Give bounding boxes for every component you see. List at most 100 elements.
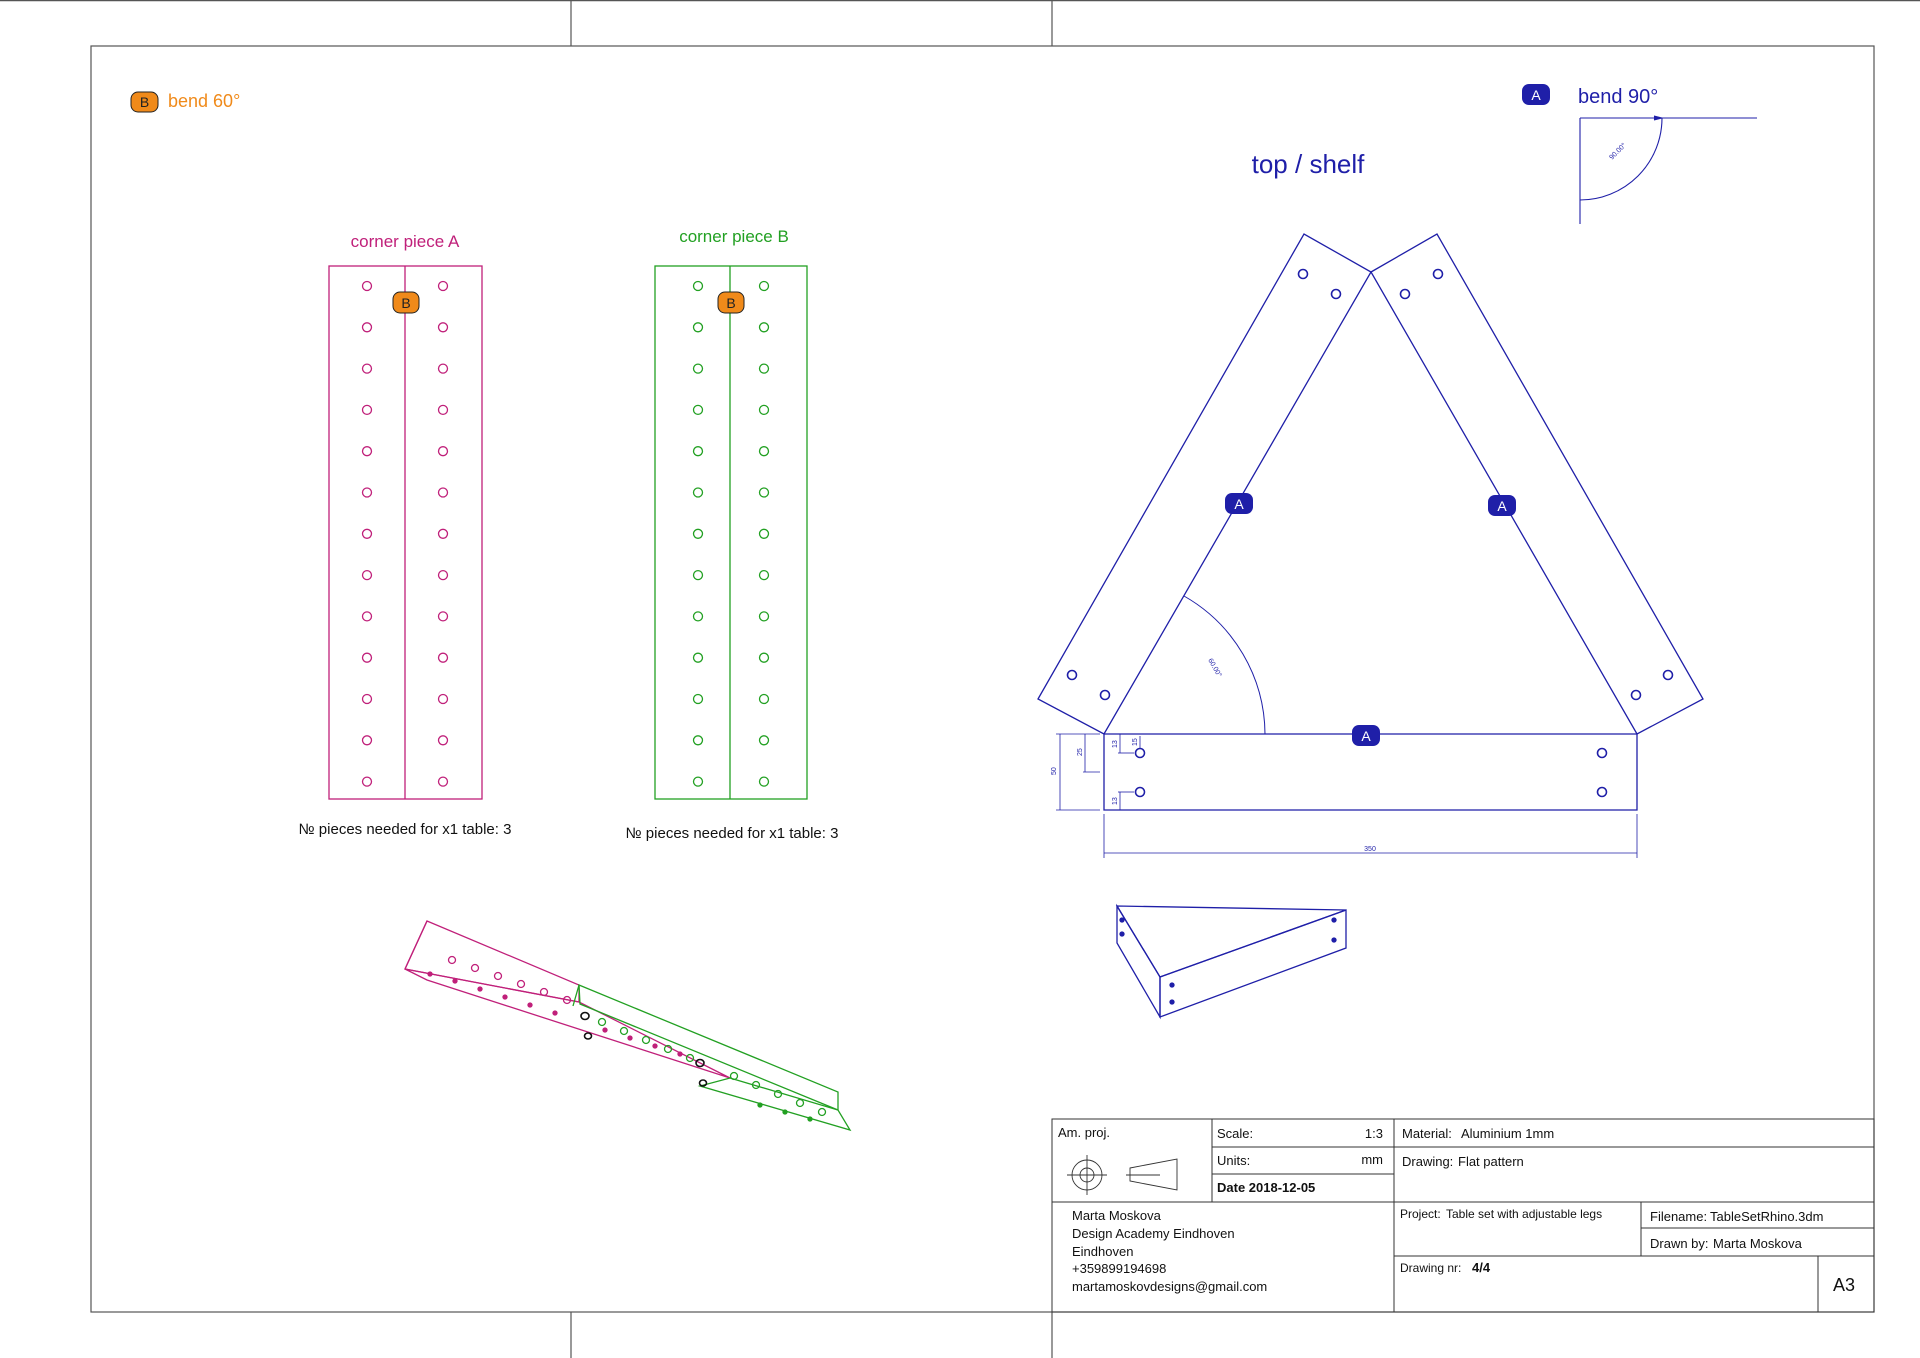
- author-email: martamoskovdesigns@gmail.com: [1072, 1279, 1267, 1294]
- hole: [692, 611, 704, 622]
- corner-a-3d: [404, 920, 731, 1079]
- hole: [361, 776, 373, 787]
- hole: [361, 735, 373, 746]
- corner-b-holes: [692, 280, 770, 787]
- author-phone: +359899194698: [1072, 1261, 1166, 1276]
- corner-a-pieces: № pieces needed for x1 table: 3: [299, 821, 512, 838]
- author-school: Design Academy Eindhoven: [1072, 1226, 1235, 1241]
- hole: [437, 735, 449, 746]
- hole: [437, 569, 449, 581]
- hole: [758, 363, 770, 374]
- scale-value: 1:3: [1365, 1126, 1383, 1141]
- corner-piece-a: corner piece A B № pieces needed for x1 …: [299, 232, 512, 838]
- hole: [437, 404, 449, 416]
- rivets-3d: [580, 1011, 708, 1087]
- hole: [692, 652, 704, 663]
- bend-90-symbol: [1579, 115, 1757, 224]
- bend-90-label: bend 90°: [1578, 86, 1658, 108]
- shelf-bend-badges: A A A: [1225, 493, 1516, 746]
- corner-a-badge-label: B: [401, 295, 410, 311]
- drawing-label: Drawing:: [1402, 1154, 1453, 1169]
- hole: [692, 487, 704, 498]
- hole: [437, 487, 449, 498]
- corner-b-outline: [654, 265, 808, 800]
- hole: [758, 404, 770, 416]
- hole: [437, 322, 449, 333]
- hole: [692, 528, 704, 539]
- hole: [361, 693, 373, 705]
- project-label: Project:: [1400, 1207, 1441, 1221]
- proj-label: Am. proj.: [1058, 1125, 1110, 1140]
- corner-b-badge-label: B: [726, 295, 735, 311]
- hole: [437, 446, 449, 457]
- hole: [758, 280, 770, 292]
- filename-value: TableSetRhino.3dm: [1710, 1209, 1823, 1224]
- projection-symbol-icon: [1067, 1155, 1178, 1195]
- inner-border: [90, 45, 1875, 1313]
- hole: [361, 280, 373, 292]
- hole: [437, 363, 449, 374]
- title-block: [1051, 1118, 1875, 1313]
- hole: [692, 693, 704, 705]
- shelf-badge-bottom: A: [1361, 728, 1371, 744]
- material-label: Material:: [1402, 1126, 1452, 1141]
- project-value: Table set with adjustable legs: [1446, 1207, 1602, 1221]
- hole: [361, 487, 373, 498]
- hole: [437, 280, 449, 292]
- hole: [437, 693, 449, 705]
- hole: [758, 652, 770, 663]
- hole: [437, 528, 449, 539]
- hole: [692, 322, 704, 333]
- author-city: Eindhoven: [1072, 1244, 1133, 1259]
- units-value: mm: [1361, 1152, 1383, 1167]
- drawnby-value: Marta Moskova: [1713, 1236, 1803, 1251]
- hole: [692, 446, 704, 457]
- hole: [692, 776, 704, 787]
- badge-a-label: A: [1531, 87, 1541, 103]
- hole: [361, 322, 373, 333]
- hole: [437, 611, 449, 622]
- hole: [361, 611, 373, 622]
- hole: [361, 404, 373, 416]
- hole: [361, 569, 373, 581]
- hole: [758, 569, 770, 581]
- hole: [361, 363, 373, 374]
- shelf-badge-left: A: [1234, 496, 1244, 512]
- hole: [361, 446, 373, 457]
- hole: [361, 652, 373, 663]
- corner-b-title: corner piece B: [679, 227, 789, 246]
- shelf-holes: [1066, 268, 1674, 798]
- bend-90-angle-label: 90.00°: [1608, 141, 1628, 161]
- hole: [758, 735, 770, 746]
- badge-a-icon: [1522, 84, 1550, 105]
- dim-13-bottom-label: 13: [1112, 797, 1119, 805]
- shelf-angle-dimension: [1183, 595, 1266, 735]
- hole: [692, 404, 704, 416]
- date-value: Date 2018-12-05: [1217, 1180, 1315, 1195]
- shelf-badge-right: A: [1497, 498, 1507, 514]
- bend-60-label: bend 60°: [168, 91, 240, 111]
- badge-b-icon: [130, 91, 159, 113]
- author-name: Marta Moskova: [1072, 1208, 1162, 1223]
- corner-pieces-3d-view: [404, 920, 852, 1132]
- hole: [758, 446, 770, 457]
- hole: [758, 487, 770, 498]
- corner-b-badge-icon: [717, 291, 745, 314]
- hole: [758, 776, 770, 787]
- dim-350-label: 350: [1364, 846, 1376, 853]
- shelf-outline: [1037, 233, 1704, 811]
- scale-label: Scale:: [1217, 1126, 1253, 1141]
- material-value: Aluminium 1mm: [1461, 1126, 1554, 1141]
- dim-13-top-label: 13: [1112, 740, 1119, 748]
- drawnby-label: Drawn by:: [1650, 1236, 1709, 1251]
- top-shelf-title: top / shelf: [1252, 149, 1366, 179]
- hole: [437, 652, 449, 663]
- dim-50-label: 50: [1051, 767, 1058, 775]
- dim-15-label: 15: [1132, 738, 1139, 746]
- corner-b-3d: [572, 984, 852, 1132]
- hole: [692, 569, 704, 581]
- hole: [758, 611, 770, 622]
- hole: [437, 776, 449, 787]
